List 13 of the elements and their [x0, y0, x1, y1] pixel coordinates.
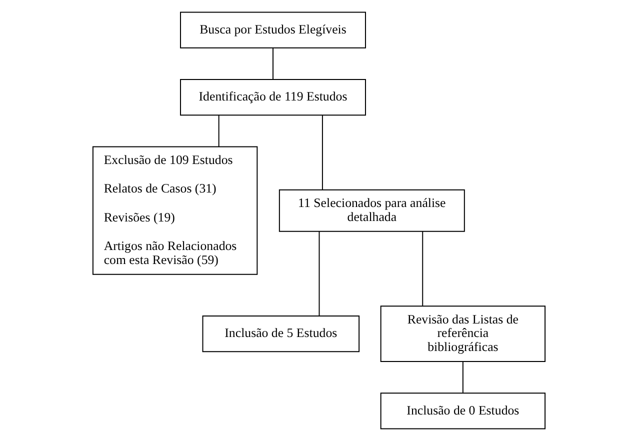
connector [422, 231, 423, 306]
node-box: Revisão das Listas de referência bibliográficas [380, 306, 546, 362]
node-box: Inclusão de 5 Estudos [202, 315, 360, 352]
connector [321, 114, 322, 190]
node-box: Exclusão de 109 Estudos Relatos de Casos (31) Revisões (19) Artigos não Relacionados com esta Revisão (59) [92, 146, 258, 275]
node-box: Identificação de 119 Estudos [180, 79, 366, 116]
node-box: Busca por Estudos Elegíveis [180, 12, 366, 48]
connector [462, 361, 463, 394]
connector [272, 48, 273, 80]
connector [218, 114, 219, 148]
connector [318, 231, 320, 316]
node-box: Inclusão de 0 Estudos [380, 392, 546, 430]
node-box: 11 Selecionados para análise detalhada [278, 189, 464, 232]
